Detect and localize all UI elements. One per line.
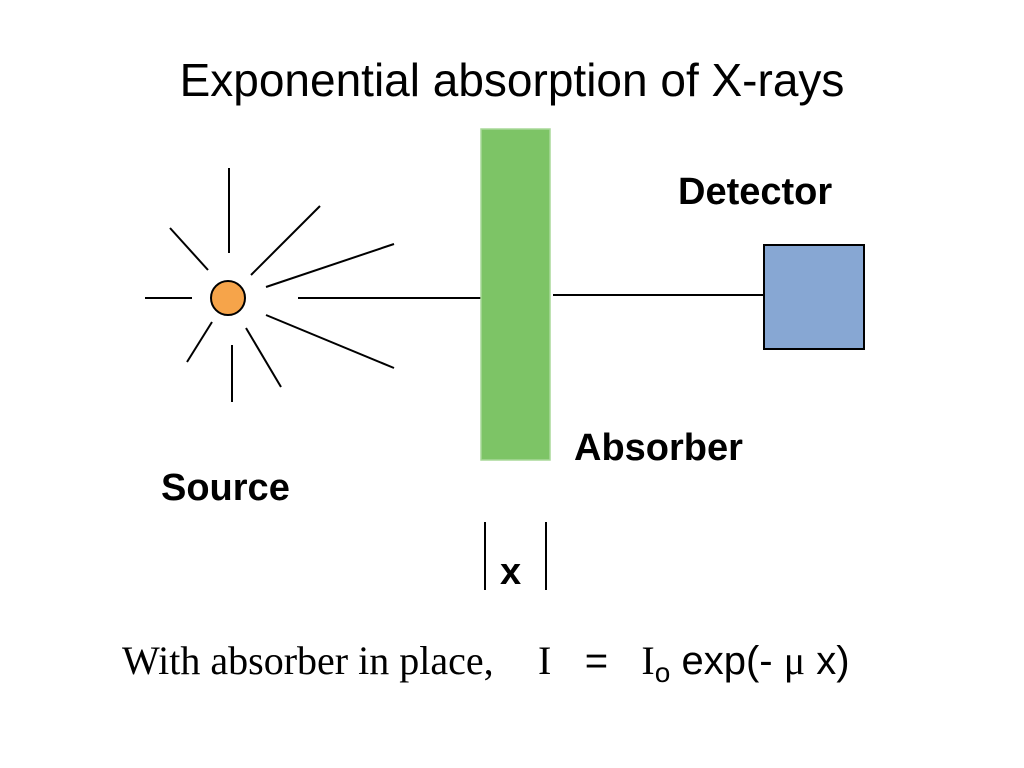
ray-lower-right — [245, 327, 282, 388]
formula-exp-end: x) — [816, 639, 850, 683]
absorption-formula: With absorber in place, I = Io exp(- μ x… — [122, 636, 850, 698]
absorber-label: Absorber — [574, 427, 743, 469]
thickness-label: x — [500, 551, 522, 593]
formula-mu: μ — [783, 638, 806, 683]
absorber-slab — [480, 128, 551, 461]
detector-label: Detector — [678, 171, 833, 213]
page-title: Exponential absorption of X-rays — [179, 54, 845, 106]
ray-right-down — [265, 314, 395, 369]
ray-upper-right — [250, 205, 321, 276]
ray-right-up — [265, 243, 395, 288]
ray-lower-left — [186, 321, 213, 363]
formula-intensity: I — [538, 638, 552, 683]
formula-prefix: With absorber in place, — [122, 638, 494, 683]
detector-box — [763, 244, 865, 350]
formula-exp-start: exp(- — [681, 639, 773, 683]
formula-equals: = — [584, 639, 609, 683]
source-label: Source — [161, 467, 290, 509]
formula-initial-subscript: o — [654, 657, 671, 688]
ray-upper-left — [169, 227, 209, 271]
source-circle — [210, 280, 246, 316]
formula-initial-intensity: I — [641, 638, 655, 683]
